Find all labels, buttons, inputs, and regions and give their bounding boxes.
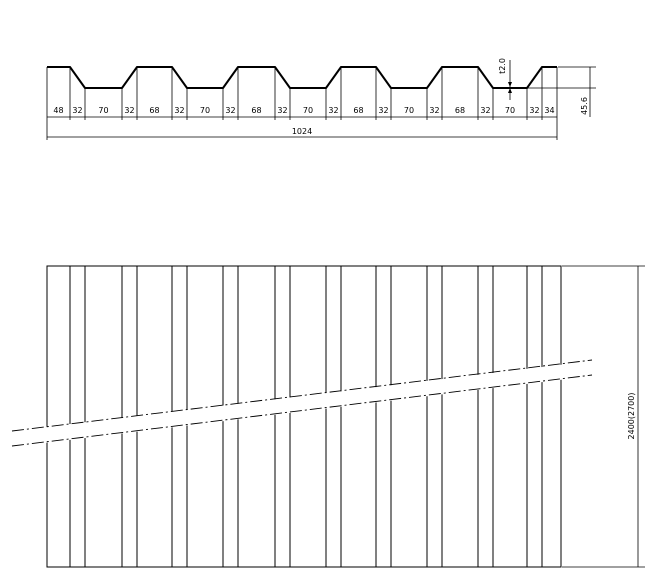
segment-dim: 32 <box>225 106 235 115</box>
trapezoid-profile <box>47 66 557 89</box>
profile-outline <box>47 66 557 89</box>
segment-dim: 32 <box>328 106 338 115</box>
segment-dim: 32 <box>529 106 539 115</box>
profile-extension-lines <box>46 67 558 140</box>
segment-dim: 32 <box>174 106 184 115</box>
segment-dim: 68 <box>353 106 363 115</box>
segment-dim: 32 <box>277 106 287 115</box>
break-lines <box>11 359 593 447</box>
segment-dim: 32 <box>72 106 82 115</box>
segment-dim: 34 <box>544 106 554 115</box>
break-gap <box>20 361 592 446</box>
thickness-callout: t2.0 <box>498 58 512 100</box>
segment-dim: 68 <box>251 106 261 115</box>
segment-dim: 48 <box>53 106 63 115</box>
segment-dim: 32 <box>480 106 490 115</box>
segment-dim: 32 <box>378 106 388 115</box>
segment-dim: 68 <box>149 106 159 115</box>
segment-dim: 70 <box>303 106 313 115</box>
segment-dim: 70 <box>404 106 414 115</box>
height-label: 45.6 <box>580 97 589 115</box>
segment-dim: 68 <box>455 106 465 115</box>
sheet-elevation <box>46 265 562 568</box>
thickness-label: t2.0 <box>498 58 507 74</box>
segment-dim: 70 <box>200 106 210 115</box>
length-dimension <box>562 265 645 568</box>
segment-dim: 32 <box>429 106 439 115</box>
height-dimension <box>528 66 596 117</box>
length-label: 2400(2700) <box>627 393 636 440</box>
segment-dim: 70 <box>98 106 108 115</box>
segment-dim: 70 <box>505 106 515 115</box>
segment-dim: 32 <box>124 106 134 115</box>
overall-width-label: 1024 <box>292 127 312 136</box>
segment-dimension-labels: 48 32 70 32 68 32 70 32 68 32 70 32 68 3… <box>53 106 554 115</box>
